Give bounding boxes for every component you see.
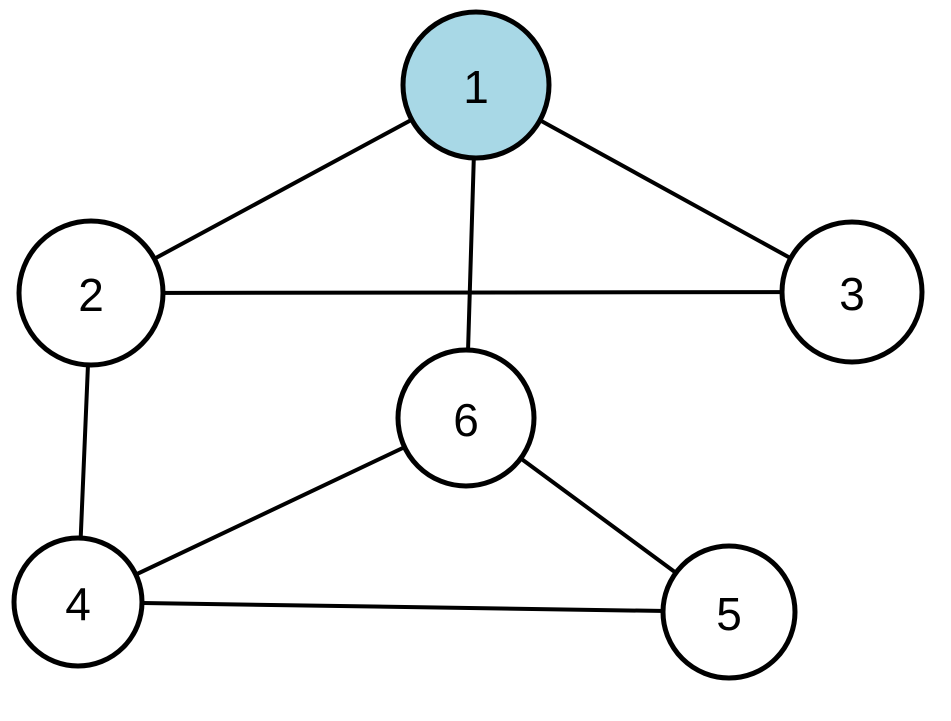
graph-node-3[interactable]: 3 bbox=[779, 219, 925, 365]
graph-node-5[interactable]: 5 bbox=[660, 543, 798, 681]
graph-node-2[interactable]: 2 bbox=[16, 218, 166, 368]
graph-node-circle-6[interactable] bbox=[395, 347, 537, 489]
graph-node-circle-3[interactable] bbox=[779, 219, 925, 365]
nodes-layer: 1 2 3 4 5 6 bbox=[11, 9, 925, 681]
graph-edge-4-6 bbox=[76, 416, 468, 604]
graph-node-circle-2[interactable] bbox=[16, 218, 166, 368]
graph-edge-2-3 bbox=[89, 290, 854, 295]
graph-node-label-3: 3 bbox=[839, 268, 865, 320]
graph-node-circle-5[interactable] bbox=[660, 543, 798, 681]
graph-node-6[interactable]: 6 bbox=[395, 347, 537, 489]
graph-node-circle-1[interactable] bbox=[400, 9, 552, 161]
graph-edge-4-5 bbox=[76, 600, 731, 614]
graph-node-label-1: 1 bbox=[463, 61, 489, 113]
graph-node-1[interactable]: 1 bbox=[400, 9, 552, 161]
graph-node-label-2: 2 bbox=[78, 269, 104, 321]
graph-node-label-5: 5 bbox=[716, 588, 742, 640]
graph-node-label-6: 6 bbox=[453, 394, 479, 446]
graph-node-label-4: 4 bbox=[65, 578, 91, 630]
graph-node-circle-4[interactable] bbox=[11, 535, 145, 669]
graph-node-4[interactable]: 4 bbox=[11, 535, 145, 669]
